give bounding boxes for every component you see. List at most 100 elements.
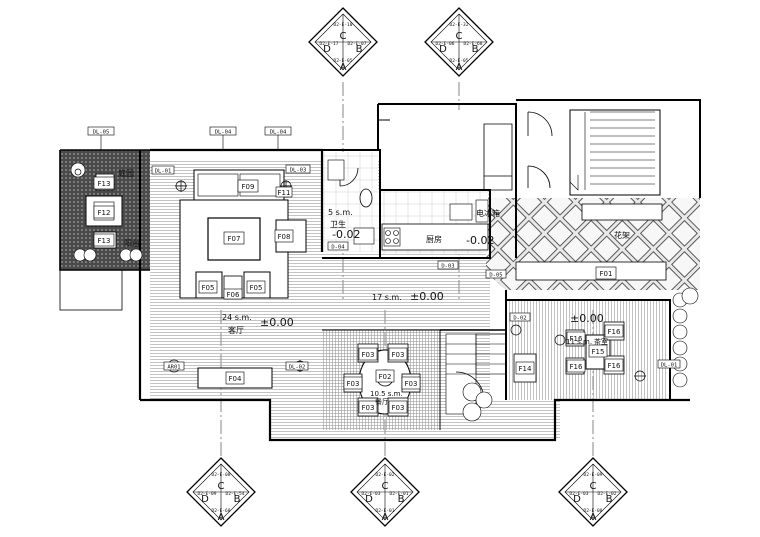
marker-ref-top: D2-E-08 (212, 472, 231, 478)
marker-label-a: A (340, 62, 347, 73)
tag-d05: D-05 (489, 273, 502, 279)
marker-ref-top: D2-E-09 (584, 472, 603, 478)
tag-f16d: F16 (608, 362, 621, 370)
marker-label-a: A (590, 512, 597, 523)
bath-area: 5 s.m. (328, 208, 353, 217)
marker-label-d: D (323, 44, 331, 55)
tag-d04: D-04 (331, 245, 345, 251)
flower-shelf (581, 203, 663, 221)
tag-f14: F14 (519, 365, 532, 373)
marker-label-b: B (356, 44, 363, 55)
marker-label-a: A (456, 62, 463, 73)
sofa-set (179, 169, 307, 299)
living-area: 24 s.m. (222, 313, 252, 322)
tag-f16b: F16 (608, 328, 621, 336)
tag-dl05: DL-05 (93, 130, 110, 136)
bath-name: 卫生 (330, 219, 346, 229)
section-marker-top-left: C D B A D2-E-10 D2-E-17 D2-E-07 D2-E-05 (308, 7, 378, 300)
section-marker-bottom-right: C D B A D2-E-09 D2-E-03 D2-E-02 D2-E-08 (558, 310, 628, 527)
tag-d03: D-03 (441, 264, 454, 270)
marker-label-d: D (201, 494, 209, 505)
marker-ref-bottom: D2-E-08 (584, 508, 603, 514)
garden-step (59, 269, 123, 311)
living-level: ±0.00 (260, 316, 294, 329)
corridor-area: 17 s.m. (372, 293, 402, 302)
tag-f05a: F05 (202, 284, 215, 292)
tag-f02: F02 (379, 373, 392, 381)
tag-dl04b: DL-04 (270, 130, 287, 136)
section-marker-top-right: C D B A D2-E-32 D2-E-06 D2-E-68 D2-E-05 (424, 7, 494, 300)
marker-ref-left: D2-E-17 (320, 41, 339, 47)
section-marker-bottom-middle: C D B A D2-E-02 D2-E-03 D2-E-01 D2-E-01 (350, 310, 420, 527)
marker-label-b: B (472, 44, 479, 55)
terrace-name: 阳台 (124, 238, 140, 248)
marker-ref-right: D2-E-07 (348, 41, 367, 47)
tag-f08: F08 (278, 233, 291, 241)
dining-name: 餐厅 (375, 397, 389, 406)
dining-area: 10.5 s.m. (370, 390, 403, 398)
marker-ref-bottom: D2-E-68 (212, 508, 231, 514)
marker-label-b: B (234, 494, 241, 505)
marker-ref-bottom: D2-E-05 (334, 58, 353, 64)
corridor-level: ±0.00 (410, 290, 444, 303)
tag-f13b: F13 (98, 237, 111, 245)
tag-f07: F07 (228, 235, 241, 243)
detail-tags: DL-05 DL-04 DL-04 DL-03 DL-01 D-04 D-03 … (87, 126, 681, 371)
marker-label-b: B (606, 494, 613, 505)
marker-label-b: B (398, 494, 405, 505)
tearoom-name: 茶室 (594, 337, 608, 346)
tag-f01: F01 (600, 270, 613, 278)
bath-fixtures (327, 159, 375, 245)
room-labels: 24 s.m. ±0.00 客厅 17 s.m. ±0.00 5 s.m. 卫生… (118, 168, 630, 406)
tag-f03e: F03 (362, 404, 375, 412)
marker-label-c: C (456, 31, 463, 42)
marker-ref-right: D2-E-68 (464, 41, 483, 47)
marker-label-d: D (439, 44, 447, 55)
marker-ref-left: D2-E-09 (198, 491, 217, 497)
tag-f15: F15 (592, 348, 605, 356)
tag-dl03: DL-03 (290, 168, 307, 174)
marker-label-d: D (365, 494, 373, 505)
kitchen-level: -0.02 (466, 234, 494, 247)
marker-ref-top: D2-E-02 (376, 472, 395, 478)
kitchen-counter (381, 199, 489, 251)
tag-f03d: F03 (405, 380, 418, 388)
upper-room-floor (380, 110, 510, 190)
marker-label-c: C (340, 31, 347, 42)
tag-d02: D-02 (513, 316, 526, 322)
pergola-label: 花架 (614, 230, 630, 240)
tag-f16c: F16 (570, 363, 583, 371)
marker-ref-bottom: D2-E-01 (376, 508, 395, 514)
tag-dl01: DL-01 (155, 169, 172, 175)
garden-name: 庭园 (118, 168, 134, 178)
tearoom-level: ±0.00 (570, 312, 604, 325)
marker-label-d: D (573, 494, 581, 505)
hall-cabinet (515, 261, 667, 281)
tag-f13a: F13 (98, 180, 111, 188)
tag-f09: F09 (242, 183, 255, 191)
tag-f04: F04 (229, 375, 242, 383)
marker-label-c: C (382, 481, 389, 492)
marker-ref-right: D2-E-02 (598, 491, 617, 497)
tag-f16a: F16 (570, 335, 583, 343)
tag-ar01: AR01 (167, 365, 180, 371)
marker-ref-left: D2-E-03 (362, 491, 381, 497)
tag-f03a: F03 (362, 351, 375, 359)
tearoom-area: 11 s.m. (566, 338, 592, 346)
tag-dl04a: DL-04 (215, 130, 232, 136)
tag-f05b: F05 (250, 284, 263, 292)
marker-label-a: A (218, 512, 225, 523)
marker-label-a: A (382, 512, 389, 523)
fridge-label: 电冰箱 (476, 208, 500, 218)
marker-ref-bottom: D2-E-05 (450, 58, 469, 64)
bath-level: -0.02 (332, 228, 360, 241)
marker-ref-top: D2-E-32 (450, 22, 469, 28)
tag-dl01b: DL-01 (661, 363, 678, 369)
marker-ref-right: D2-E-54 (226, 491, 245, 497)
marker-label-c: C (218, 481, 225, 492)
kitchen-name: 厨房 (426, 234, 442, 244)
marker-label-c: C (590, 481, 597, 492)
marker-ref-left: D2-E-06 (436, 41, 455, 47)
tag-f03b: F03 (392, 351, 405, 359)
